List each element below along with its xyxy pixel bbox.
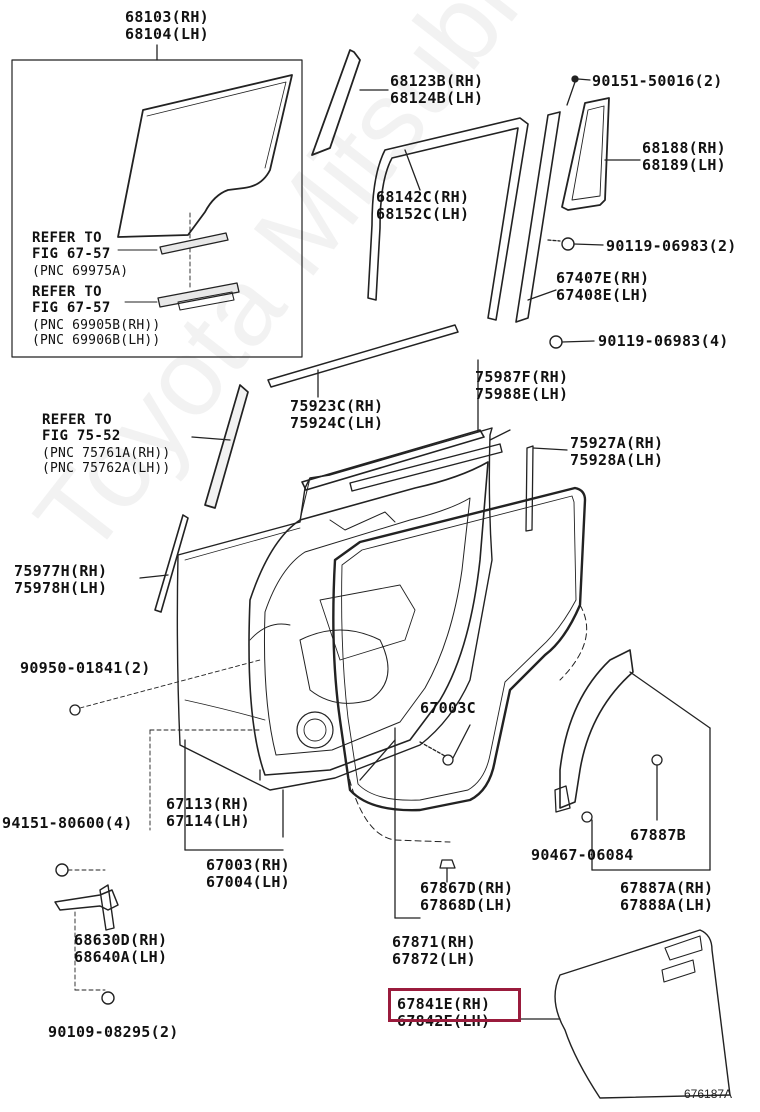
bolt-67003c <box>442 754 454 766</box>
division-bar <box>515 111 561 323</box>
label-pnc-75761a: (PNC 75761A(RH)) (PNC 75762A(LH)) <box>42 446 171 476</box>
label-75927a: 75927A(RH) 75928A(LH) <box>570 434 664 469</box>
label-90950: 90950-01841(2) <box>20 659 151 677</box>
figure-code: 676187A <box>684 1087 733 1101</box>
label-67113: 67113(RH) 67114(LH) <box>166 795 250 830</box>
label-90151: 90151-50016(2) <box>592 72 723 90</box>
label-90119-a: 90119-06983(2) <box>606 237 737 255</box>
label-67887b: 67887B <box>630 826 686 844</box>
label-90467: 90467-06084 <box>531 846 634 864</box>
clip-67887b <box>651 754 663 766</box>
label-67407e: 67407E(RH) 67408E(LH) <box>556 269 650 304</box>
clip-67867 <box>439 859 456 869</box>
nut-94151 <box>55 863 69 877</box>
glass-run-a <box>159 232 229 255</box>
belt-moulding <box>267 324 459 388</box>
label-pnc-69975a: (PNC 69975A) <box>32 264 129 279</box>
label-68142c: 68142C(RH) 68152C(LH) <box>376 188 470 223</box>
label-refer-67-57-a: REFER TO FIG 67-57 <box>32 230 111 262</box>
side-strip <box>525 445 534 532</box>
label-68630d: 68630D(RH) 68640A(LH) <box>74 931 168 966</box>
label-75977h: 75977H(RH) 75978H(LH) <box>14 562 108 597</box>
label-67003: 67003(RH) 67004(LH) <box>206 856 290 891</box>
label-refer-67-57-b: REFER TO FIG 67-57 <box>32 284 111 316</box>
label-pnc-69905b: (PNC 69905B(RH)) (PNC 69906B(LH)) <box>32 318 161 348</box>
door-inner-frame <box>248 461 489 776</box>
label-67003c: 67003C <box>420 699 476 717</box>
label-90119-b: 90119-06983(4) <box>598 332 729 350</box>
glass-run-b <box>157 282 240 308</box>
label-68123b: 68123B(RH) 68124B(LH) <box>390 72 484 107</box>
label-refer-75-52: REFER TO FIG 75-52 <box>42 412 121 444</box>
frame-channel <box>367 117 529 321</box>
label-67871: 67871(RH) 67872(LH) <box>392 933 476 968</box>
label-67867d: 67867D(RH) 67868D(LH) <box>420 879 514 914</box>
bolt-90109 <box>101 991 115 1005</box>
door-weatherstrip <box>332 486 587 812</box>
highlight-box-67841e <box>388 988 521 1022</box>
service-hole-cover <box>554 929 731 1099</box>
arch-moulding <box>559 649 634 809</box>
label-67887a: 67887A(RH) 67888A(LH) <box>620 879 714 914</box>
quarter-strip <box>311 49 361 156</box>
label-75923c: 75923C(RH) 75924C(LH) <box>290 397 384 432</box>
label-94151: 94151-80600(4) <box>2 814 133 832</box>
label-75987f: 75987F(RH) 75988E(LH) <box>475 368 569 403</box>
door-outer-panel <box>176 427 493 791</box>
bolt-90119b <box>549 335 563 349</box>
label-67841e[interactable]: 67841E(RH) 67842E(LH) <box>397 995 491 1030</box>
bolt-90119a <box>561 237 575 251</box>
door-check <box>54 889 119 911</box>
label-68103: 68103(RH) 68104(LH) <box>125 8 209 43</box>
quarter-glass <box>561 97 610 211</box>
front-strip <box>154 514 189 613</box>
label-68188: 68188(RH) 68189(LH) <box>642 139 726 174</box>
door-glass <box>117 74 293 238</box>
label-90109: 90109-08295(2) <box>48 1023 179 1041</box>
pillar-garnish <box>204 384 249 509</box>
clip-90950 <box>69 704 81 716</box>
screw-90151 <box>571 75 579 83</box>
clip-90467 <box>581 811 593 823</box>
